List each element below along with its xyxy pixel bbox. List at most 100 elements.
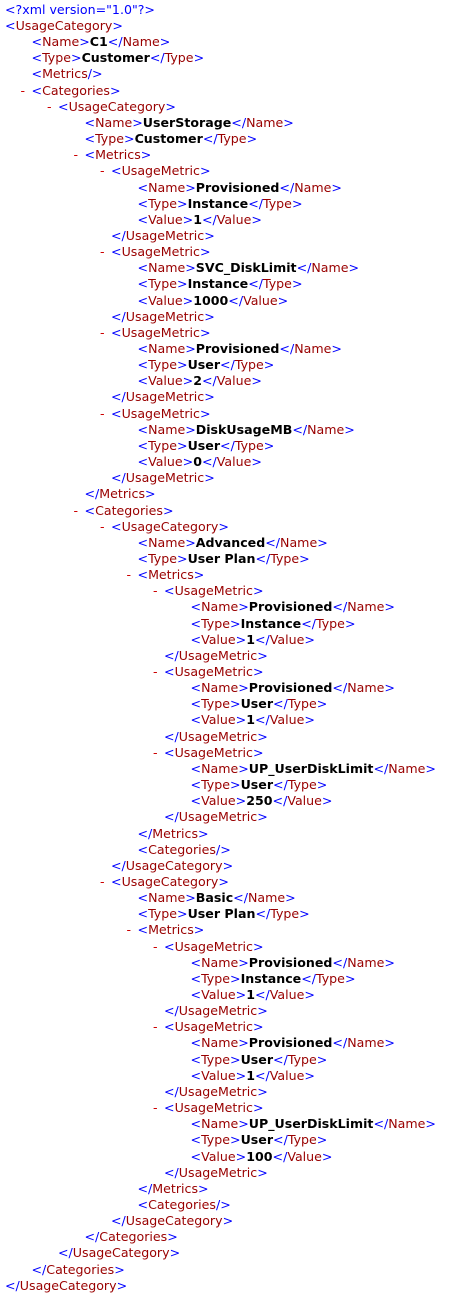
tag-bracket: </ (5, 1277, 20, 1293)
tag-bracket: </ (254, 987, 270, 1002)
xml-line[interactable]: -<UsageMetric> (153, 664, 264, 679)
element-name: Type (287, 696, 317, 712)
element-name: UsageMetric (174, 938, 253, 954)
tag-bracket: < (190, 1132, 202, 1148)
xml-line[interactable]: -<UsageMetric> (153, 938, 264, 954)
tag-bracket: > (204, 227, 215, 243)
tag-bracket: > (321, 793, 333, 809)
xml-line[interactable]: -<UsageMetric> (100, 163, 211, 179)
xml-line: <Type>Instance</Type> (138, 196, 303, 212)
element-name: Metrics (99, 486, 146, 502)
element-name: Value (269, 987, 305, 1002)
element-name: UsageMetric (178, 1003, 258, 1019)
tag-bracket: > (283, 114, 294, 130)
xml-line[interactable]: -<Categories> (20, 82, 121, 98)
element-name: UsageCategory (68, 98, 166, 114)
xml-line: <Type>User</Type> (191, 696, 328, 712)
tag-bracket: > (304, 712, 315, 728)
element-name: Name (148, 421, 186, 437)
xml-line: </UsageCategory> (5, 1278, 127, 1294)
tag-bracket: < (137, 373, 149, 389)
xml-line: <Value>1</Value> (191, 1068, 315, 1084)
xml-line[interactable]: -<Metrics> (73, 147, 152, 163)
element-name: UsageMetric (125, 308, 205, 324)
tag-bracket: > (199, 405, 211, 421)
tag-bracket: </ (248, 276, 263, 292)
xml-line[interactable]: -<UsageMetric> (100, 405, 211, 421)
xml-line: <Value>1</Value> (138, 212, 262, 228)
element-value: 1 (246, 987, 255, 1002)
element-name: Name (347, 680, 385, 696)
tag-bracket: > (222, 1213, 234, 1229)
tag-bracket: </ (220, 437, 235, 453)
xml-line: <Name>UP_UserDiskLimit</Name> (191, 1116, 436, 1132)
element-value: User (240, 777, 274, 793)
element-name: Type (287, 777, 317, 793)
tag-bracket: < (190, 970, 202, 986)
element-name: Name (388, 1116, 426, 1132)
tag-bracket: < (111, 405, 122, 421)
xml-line: <Categories/> (138, 1197, 231, 1213)
element-value: 1000 (193, 292, 229, 308)
tag-bracket: < (84, 147, 96, 163)
tag-bracket: </ (164, 1003, 179, 1019)
xml-line[interactable]: -<UsageCategory> (47, 98, 176, 114)
xml-line[interactable]: -<UsageMetric> (153, 1100, 264, 1116)
tag-bracket: </ (220, 357, 235, 373)
xml-line[interactable]: -<Metrics> (126, 567, 205, 583)
element-name: UsageMetric (121, 244, 200, 260)
tag-bracket: < (111, 324, 122, 340)
element-name: Type (270, 906, 300, 922)
tag-bracket: > (177, 357, 188, 373)
xml-line: <Type>User</Type> (191, 1132, 328, 1148)
tag-bracket: < (164, 744, 175, 760)
tag-bracket: > (384, 954, 395, 970)
tag-bracket: > (384, 680, 395, 696)
xml-line[interactable]: -<UsageMetric> (153, 583, 264, 599)
xml-line[interactable]: -<Categories> (73, 502, 174, 518)
element-value: 2 (193, 373, 202, 389)
tag-bracket: > (235, 1067, 247, 1083)
element-value: Customer (81, 50, 150, 66)
xml-line[interactable]: -<UsageCategory> (100, 518, 229, 534)
tag-bracket: > (344, 970, 356, 986)
xml-line: </UsageMetric> (111, 228, 215, 244)
xml-line: </Metrics> (85, 486, 156, 502)
xml-line: <Value>1000</Value> (138, 293, 289, 309)
xml-line: <Value>1</Value> (191, 987, 315, 1003)
tag-bracket: </ (111, 1213, 126, 1229)
element-name: Name (280, 534, 318, 550)
tag-bracket: </ (164, 1164, 179, 1180)
element-name: Type (148, 357, 177, 373)
xml-line: </UsageMetric> (164, 729, 268, 745)
xml-declaration: <?xml version="1.0"?> (5, 2, 155, 17)
xml-line[interactable]: -<UsageMetric> (153, 1019, 264, 1035)
element-value: C1 (89, 34, 108, 50)
tag-bracket: </ (272, 1148, 288, 1164)
tag-bracket: </ (254, 712, 270, 728)
element-name: UsageMetric (125, 389, 205, 405)
element-name: Value (148, 454, 183, 470)
tag-bracket: > (230, 1132, 241, 1148)
xml-line[interactable]: -<UsageMetric> (100, 324, 211, 340)
xml-line[interactable]: -<UsageMetric> (153, 744, 264, 760)
tag-bracket: < (137, 292, 149, 308)
element-name: UsageMetric (178, 1083, 258, 1099)
tag-bracket: </ (84, 486, 100, 502)
tag-bracket: </ (31, 1261, 47, 1277)
xml-line[interactable]: -<Metrics> (126, 922, 205, 938)
tag-bracket: > (235, 712, 247, 728)
xml-line[interactable]: -<UsageCategory> (100, 873, 229, 889)
tag-bracket: > (230, 615, 241, 631)
element-name: Type (201, 970, 230, 986)
tag-bracket: > (316, 1051, 328, 1067)
tag-bracket: > (257, 1083, 268, 1099)
xml-line: </UsageCategory> (111, 1213, 233, 1229)
element-value: User (187, 357, 221, 373)
tag-bracket: </ (201, 373, 217, 389)
tag-bracket: > (167, 1229, 178, 1245)
tag-bracket: > (235, 987, 247, 1002)
xml-line: </UsageMetric> (164, 809, 268, 825)
xml-line[interactable]: -<UsageMetric> (100, 244, 211, 260)
element-name: Value (148, 211, 183, 227)
